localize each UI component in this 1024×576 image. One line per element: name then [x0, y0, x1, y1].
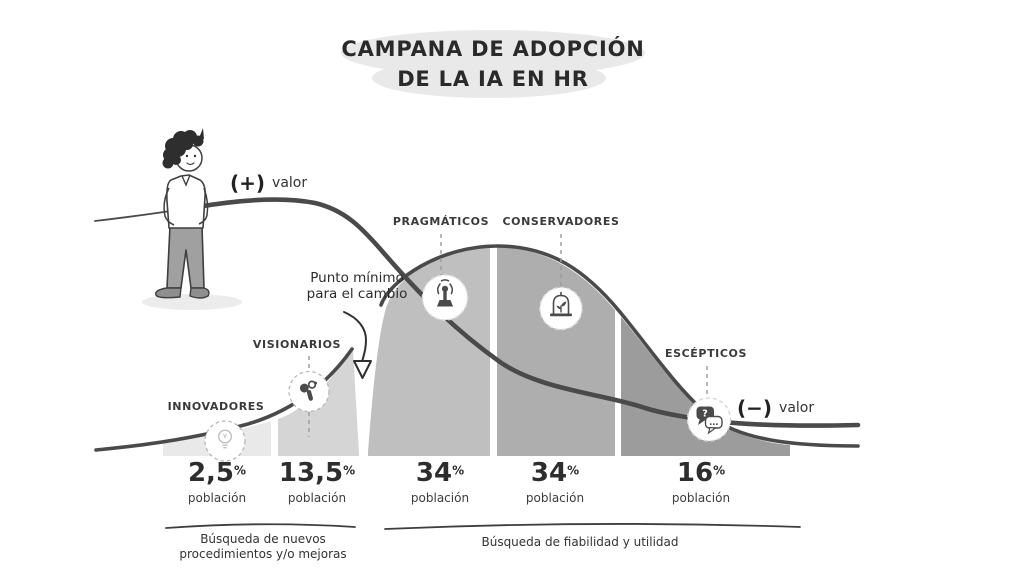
- segment-label-conservadores: CONSERVADORES: [502, 215, 620, 228]
- person-hair: [162, 128, 204, 169]
- joystick-signal-icon: [421, 274, 469, 321]
- question-chat-icon: ? …: [686, 397, 732, 442]
- plant-dome-icon: [539, 286, 583, 331]
- segment-label-escepticos: ESCÉPTICOS: [664, 347, 748, 360]
- positive-value-label: (+) valor: [230, 171, 308, 195]
- phase-bracket-lines: [165, 523, 801, 530]
- page-title: CAMPANA DE ADOPCIÓN DE LA IA EN HR: [341, 34, 644, 94]
- phase-bracket-right: [384, 523, 801, 530]
- page-title-line1: CAMPANA DE ADOPCIÓN: [341, 37, 645, 61]
- chasm-arrow: [343, 311, 372, 379]
- person-arm-left: [163, 187, 175, 226]
- svg-text:?: ?: [702, 409, 708, 420]
- percent-pragmaticos: 34% población: [410, 458, 470, 505]
- phase-label-left: Búsqueda de nuevos procedimientos y/o me…: [179, 532, 347, 561]
- binoculars-icon: [288, 370, 330, 413]
- lightbulb-icon: [204, 420, 246, 462]
- page-title-line2: DE LA IA EN HR: [397, 67, 589, 91]
- segment-icons: ? …: [204, 274, 732, 462]
- percent-escepticos: 16% población: [671, 458, 731, 505]
- minus-sign: (−): [737, 396, 773, 420]
- phase-bracket-left: [165, 523, 356, 529]
- chasm-annotation: Punto mínimo para el cambio: [306, 270, 408, 302]
- segment-label-pragmaticos: PRAGMÁTICOS: [392, 215, 490, 228]
- person-legs: [166, 225, 205, 289]
- person-collar: [181, 174, 191, 187]
- person-illustration: [142, 128, 242, 310]
- person-eye-left: [185, 154, 189, 158]
- phase-label-right: Búsqueda de fiabilidad y utilidad: [481, 535, 679, 549]
- person-arm-right: [198, 187, 209, 225]
- bell-curve-stroke: [94, 244, 860, 452]
- bell-segment-conservadores: [497, 247, 615, 456]
- segment-label-visionarios: VISIONARIOS: [252, 338, 342, 351]
- plus-sign: (+): [230, 171, 266, 195]
- person-torso: [166, 174, 206, 229]
- percent-visionarios: 13,5% población: [278, 458, 356, 505]
- negative-value-label: (−) valor: [737, 396, 815, 420]
- bell-segment-escepticos: [621, 317, 790, 456]
- person-shoe-left: [155, 287, 182, 299]
- person-smile: [186, 162, 195, 166]
- title-highlight-blob: [341, 30, 645, 98]
- percent-innovadores: 2,5% población: [187, 458, 247, 505]
- percent-conservadores: 34% población: [525, 458, 585, 505]
- segment-label-innovadores: INNOVADORES: [167, 400, 265, 413]
- svg-text:…: …: [709, 418, 718, 428]
- person-eye-right: [193, 154, 197, 158]
- person-shoe-right: [189, 287, 210, 299]
